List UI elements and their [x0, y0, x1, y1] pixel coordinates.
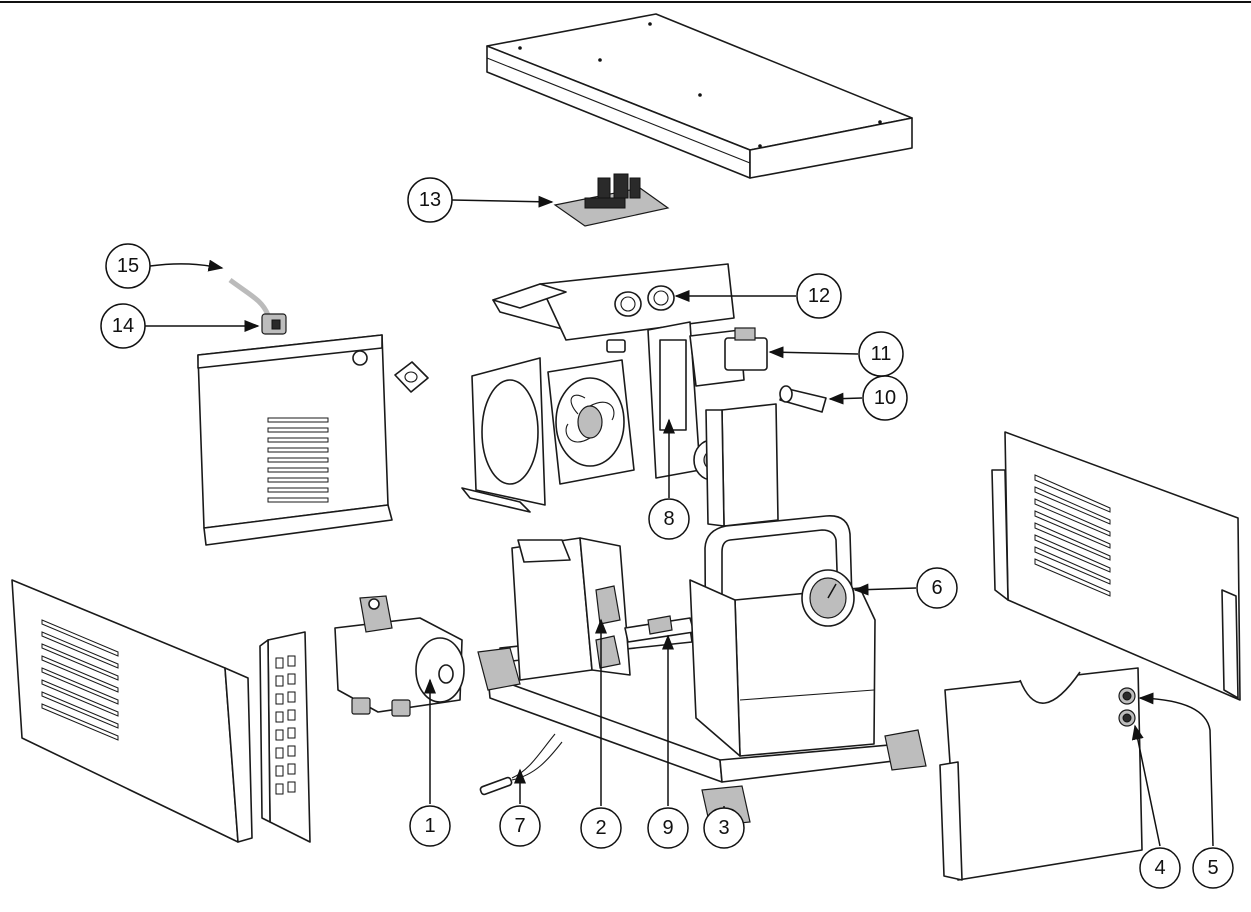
callout-label-13: 13	[419, 189, 441, 211]
callout-label-15: 15	[117, 255, 139, 277]
top-cover-part	[486, 13, 913, 179]
leader-lines	[145, 195, 1214, 847]
fan-shroud-part	[461, 357, 546, 513]
solenoid-valve-part	[606, 327, 768, 371]
callout-14: 14	[100, 303, 146, 349]
callout-11: 11	[858, 331, 904, 377]
front-panel-part	[939, 667, 1143, 881]
callout-label-10: 10	[874, 387, 896, 409]
callout-label-8: 8	[663, 508, 674, 530]
left-side-panel-part	[11, 579, 253, 843]
callout-label-4: 4	[1154, 857, 1165, 879]
callout-label-11: 11	[871, 343, 892, 365]
callout-10: 10	[862, 375, 908, 421]
rear-panel-vents	[267, 417, 329, 503]
callout-8: 8	[648, 498, 690, 540]
callout-5: 5	[1192, 847, 1234, 889]
callout-label-14: 14	[112, 315, 134, 337]
callout-9: 9	[647, 807, 689, 849]
rear-panel-part	[197, 334, 429, 546]
callout-label-12: 12	[808, 285, 830, 307]
callout-label-6: 6	[931, 577, 942, 599]
callout-4: 4	[1139, 847, 1181, 889]
callout-label-3: 3	[718, 817, 729, 839]
hose-fitting-part	[779, 385, 827, 413]
front-bracket-part	[492, 263, 735, 341]
callout-3: 3	[703, 807, 745, 849]
callout-2: 2	[580, 807, 622, 849]
right-panel-vents	[1034, 474, 1111, 597]
callout-13: 13	[407, 177, 453, 223]
callout-label-1: 1	[424, 815, 435, 837]
callout-label-7: 7	[514, 815, 525, 837]
callout-6: 6	[916, 567, 958, 609]
callout-label-9: 9	[662, 817, 673, 839]
callout-12: 12	[796, 273, 842, 319]
main-housing-part	[689, 515, 876, 757]
callout-15: 15	[105, 243, 151, 289]
pressure-gauge-part	[801, 569, 855, 627]
filter-grille-part	[259, 631, 311, 843]
compressor-part	[334, 595, 465, 717]
fan-part	[547, 359, 635, 485]
callout-1: 1	[409, 805, 451, 847]
callout-label-2: 2	[595, 817, 606, 839]
callouts: 1 2 3 4 5 6 7 8 9 10 11 12 13 14 15	[100, 177, 1234, 889]
right-side-panel-part	[991, 431, 1241, 701]
middle-plate-part	[705, 403, 779, 527]
sensor-cable-part	[479, 733, 563, 796]
coolant-tank-part	[511, 537, 631, 681]
pcb-board-part	[553, 173, 670, 227]
callout-7: 7	[499, 805, 541, 847]
left-panel-vents	[41, 619, 119, 741]
callout-label-5: 5	[1207, 857, 1218, 879]
switch-cable-part	[228, 277, 287, 335]
